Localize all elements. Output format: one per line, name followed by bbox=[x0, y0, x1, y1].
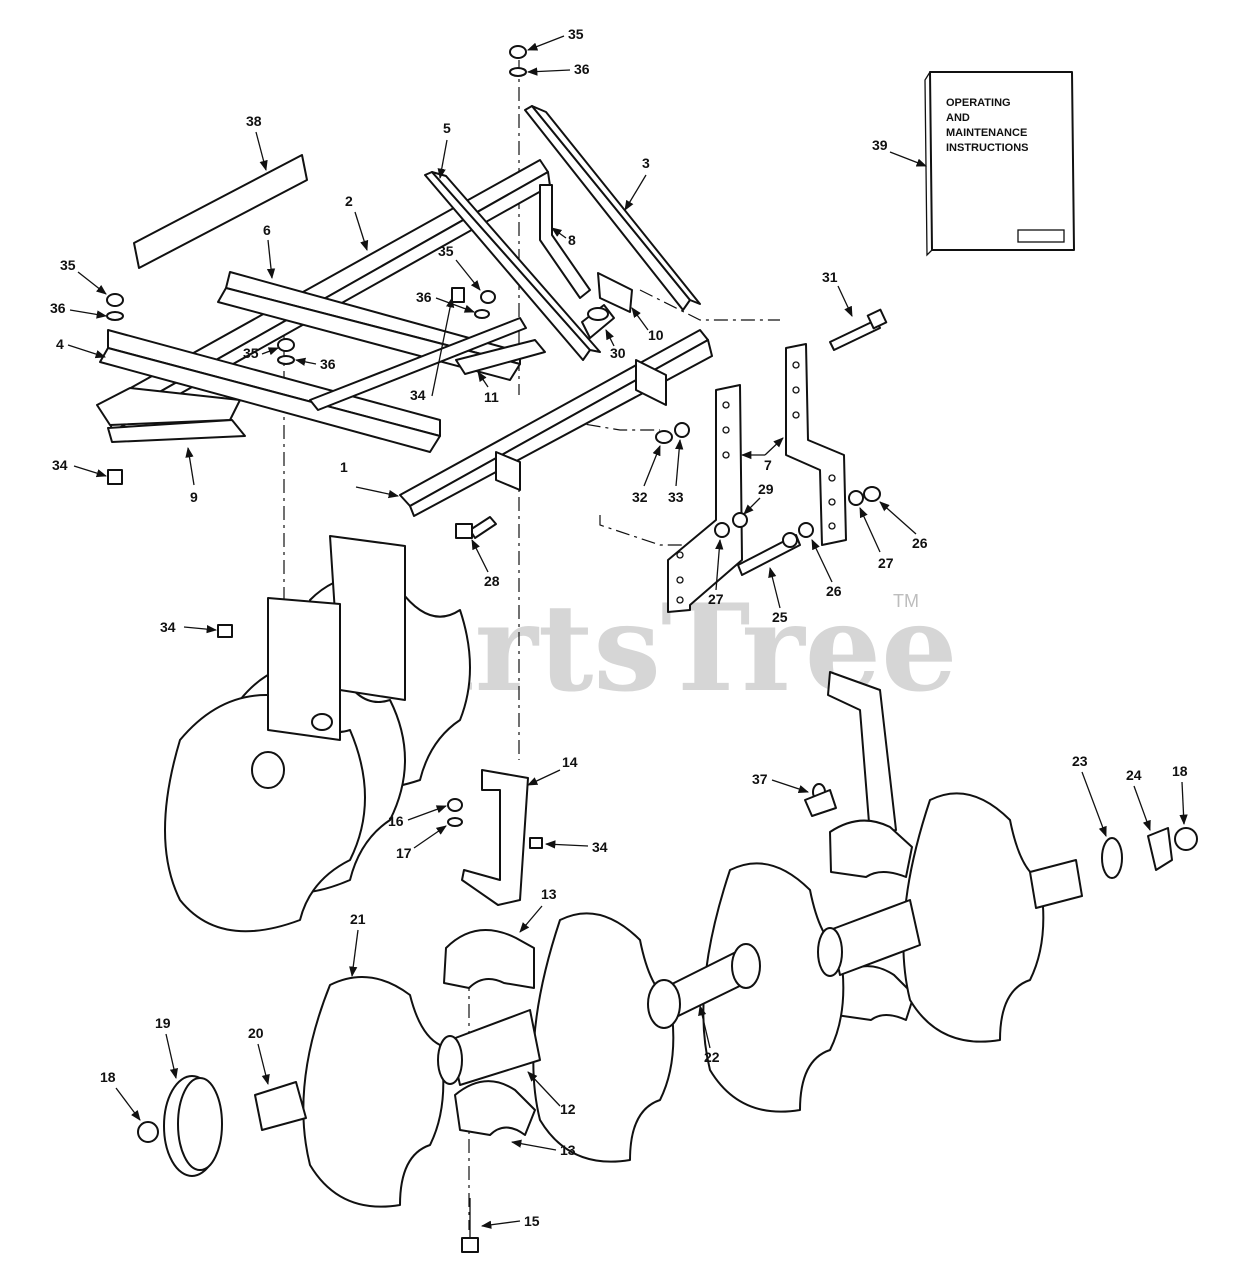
callout-37: 37 bbox=[752, 771, 768, 787]
callout-8: 8 bbox=[568, 232, 576, 248]
callout-27b: 27 bbox=[878, 555, 894, 571]
callout-10: 10 bbox=[648, 327, 664, 343]
decal-strip bbox=[133, 154, 308, 269]
callout-39: 39 bbox=[872, 137, 888, 153]
callout-13: 13 bbox=[541, 886, 557, 902]
manual-title-line-4: INSTRUCTIONS bbox=[946, 142, 1029, 154]
callout-28: 28 bbox=[484, 573, 500, 589]
callout-6: 6 bbox=[263, 222, 271, 238]
callout-26: 26 bbox=[826, 583, 842, 599]
hitch-plates bbox=[667, 343, 847, 613]
callout-20: 20 bbox=[248, 1025, 264, 1041]
callout-32: 32 bbox=[632, 489, 648, 505]
callout-35d: 35 bbox=[243, 345, 259, 361]
callout-34: 34 bbox=[410, 387, 426, 403]
callouts: 1 2 3 4 5 6 7 8 9 10 11 12 13 13 14 15 bbox=[50, 26, 1188, 1229]
callout-18: 18 bbox=[100, 1069, 116, 1085]
callout-16: 16 bbox=[388, 813, 404, 829]
callout-31: 31 bbox=[822, 269, 838, 285]
callout-12: 12 bbox=[560, 1101, 576, 1117]
callout-3: 3 bbox=[642, 155, 650, 171]
callout-1: 1 bbox=[340, 459, 348, 475]
callout-4: 4 bbox=[56, 336, 64, 352]
callout-18b: 18 bbox=[1172, 763, 1188, 779]
callout-11: 11 bbox=[484, 389, 499, 405]
callout-22: 22 bbox=[704, 1049, 720, 1065]
callout-35b: 35 bbox=[60, 257, 76, 273]
callout-13b: 13 bbox=[560, 1142, 576, 1158]
callout-15: 15 bbox=[524, 1213, 540, 1229]
hardware bbox=[106, 45, 888, 849]
callout-36c: 36 bbox=[416, 289, 432, 305]
callout-26b: 26 bbox=[912, 535, 928, 551]
callout-36d: 36 bbox=[320, 356, 336, 372]
callout-23: 23 bbox=[1072, 753, 1088, 769]
callout-29: 29 bbox=[758, 481, 774, 497]
callout-24: 24 bbox=[1126, 767, 1142, 783]
callout-36b: 36 bbox=[50, 300, 66, 316]
manual-title-line-2: AND bbox=[946, 112, 970, 124]
callout-27: 27 bbox=[708, 591, 724, 607]
callout-36: 36 bbox=[574, 61, 590, 77]
operating-manual: OPERATING AND MAINTENANCE INSTRUCTIONS bbox=[924, 71, 1075, 257]
callout-33: 33 bbox=[668, 489, 684, 505]
callout-35: 35 bbox=[568, 26, 584, 42]
callout-9: 9 bbox=[190, 489, 198, 505]
callout-2: 2 bbox=[345, 193, 353, 209]
callout-21: 21 bbox=[350, 911, 366, 927]
callout-34b: 34 bbox=[52, 457, 68, 473]
disc-gang-lower bbox=[137, 792, 1198, 1253]
disc-gang-upper bbox=[164, 535, 471, 933]
callout-34c: 34 bbox=[160, 619, 176, 635]
callout-34d: 34 bbox=[592, 839, 608, 855]
watermark-trademark: TM bbox=[893, 591, 919, 611]
bearing-housings bbox=[443, 789, 915, 1136]
callout-38: 38 bbox=[246, 113, 262, 129]
callout-5: 5 bbox=[443, 120, 451, 136]
bracket-14 bbox=[461, 769, 529, 906]
manual-title-line-3: MAINTENANCE bbox=[946, 127, 1027, 139]
callout-30: 30 bbox=[610, 345, 626, 361]
callout-19: 19 bbox=[155, 1015, 171, 1031]
callout-17: 17 bbox=[396, 845, 412, 861]
callout-35c: 35 bbox=[438, 243, 454, 259]
manual-title-line-1: OPERATING bbox=[946, 97, 1011, 109]
callout-14: 14 bbox=[562, 754, 578, 770]
frame-assembly bbox=[96, 105, 713, 517]
callout-25: 25 bbox=[772, 609, 788, 625]
callout-7: 7 bbox=[764, 457, 772, 473]
